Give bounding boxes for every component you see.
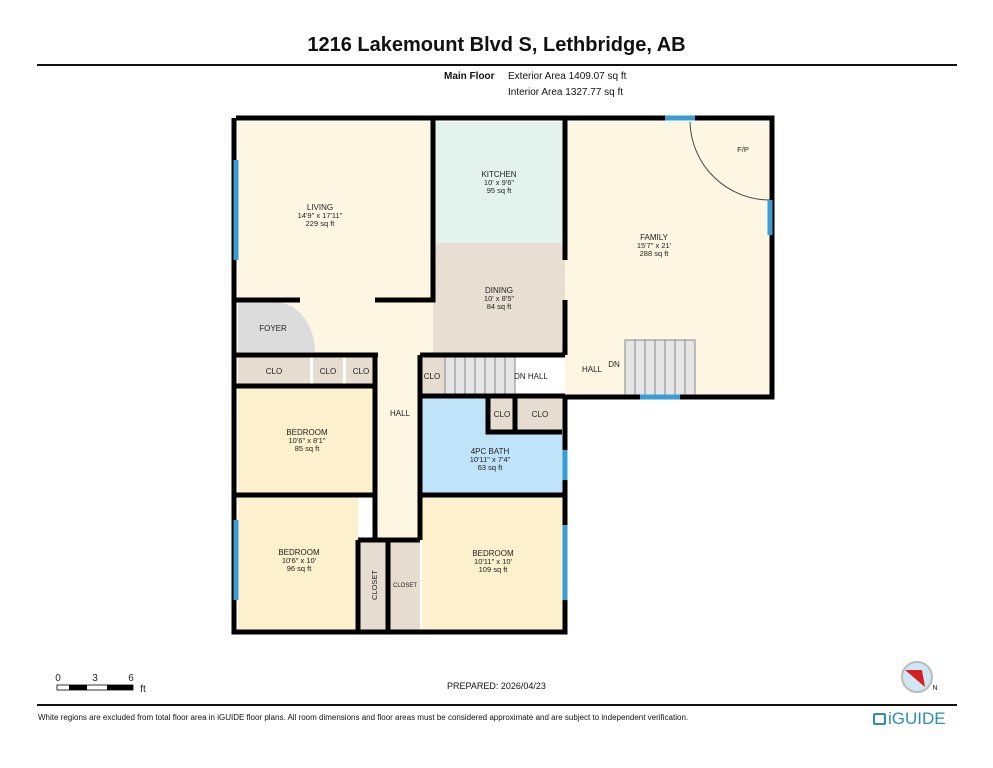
page-title: 1216 Lakemount Blvd S, Lethbridge, AB — [307, 34, 686, 56]
interior-area: Interior Area 1327.77 sq ft — [508, 87, 624, 98]
closet-label: CLO — [266, 367, 282, 376]
kitchen-area: 95 sq ft — [487, 186, 513, 195]
hall-label: HALL — [390, 409, 411, 418]
closet-label: CLO — [494, 410, 510, 419]
closet-label: CLOSET — [393, 583, 417, 589]
bedroom2-name: BEDROOM — [278, 548, 320, 557]
logo-icon — [873, 713, 886, 725]
living-dims: 14'9" x 17'11" — [298, 211, 343, 220]
prepared-date: PREPARED: 2026/04/23 — [447, 681, 546, 691]
bedroom1-dims: 10'6" x 8'1" — [289, 436, 326, 445]
kitchen — [433, 122, 565, 243]
closet — [390, 540, 420, 630]
fireplace-label: F/P — [737, 145, 749, 154]
floor-name: Main Floor — [444, 71, 495, 82]
bedroom3-area: 109 sq ft — [479, 565, 509, 574]
dining-name: DINING — [485, 286, 513, 295]
family-dims: 15'7" x 21' — [637, 241, 672, 250]
hall — [375, 355, 420, 540]
bedroom — [238, 497, 358, 630]
bath-name: 4PC BATH — [471, 447, 510, 456]
bedroom — [238, 388, 375, 493]
closet — [346, 357, 375, 385]
compass-north: N — [932, 685, 937, 692]
bedroom2-dims: 10'6" x 10' — [282, 556, 317, 565]
scale-tick: 6 — [128, 673, 134, 684]
foyer-label: FOYER — [259, 324, 287, 333]
closet — [518, 398, 562, 430]
bedroom1-name: BEDROOM — [286, 428, 328, 437]
iguide-logo: iGUIDE — [873, 709, 946, 729]
living-name: LIVING — [307, 203, 333, 212]
closet-label: CLO — [532, 410, 548, 419]
bedroom2-area: 96 sq ft — [287, 564, 313, 573]
bedroom3-dims: 10'11" x 10' — [474, 557, 512, 566]
closet — [488, 398, 515, 430]
family-area: 288 sq ft — [640, 249, 670, 258]
closet — [238, 357, 310, 385]
brand-name: iGUIDE — [888, 709, 946, 728]
walls — [231, 115, 775, 635]
closet-label: CLO — [320, 367, 336, 376]
bedroom1-area: 85 sq ft — [295, 444, 321, 453]
footer-divider — [37, 704, 957, 706]
header-divider — [37, 64, 957, 66]
kitchen-dims: 10' x 9'6" — [484, 178, 514, 187]
foyer — [238, 302, 315, 352]
scale-tick: 0 — [55, 673, 61, 684]
dining-room — [433, 243, 565, 355]
bath-dims: 10'11" x 7'4" — [470, 455, 511, 464]
disclaimer: White regions are excluded from total fl… — [38, 713, 689, 722]
bath-area: 63 sq ft — [478, 463, 504, 472]
closet-label: CLO — [353, 367, 369, 376]
down-label: DN — [608, 360, 620, 369]
family-name: FAMILY — [640, 233, 669, 242]
closet-label: CLOSET — [370, 570, 379, 600]
scale-tick: 3 — [92, 673, 98, 684]
dining-area: 84 sq ft — [487, 302, 513, 311]
room-labels: LIVING 14'9" x 17'11" 229 sq ft KITCHEN … — [259, 145, 749, 600]
scale-bar: 0 3 6 ft — [55, 673, 146, 695]
closet — [360, 540, 388, 630]
fireplace-arc — [689, 121, 771, 201]
scale-unit: ft — [140, 684, 146, 695]
exterior-area: Exterior Area 1409.07 sq ft — [508, 71, 627, 82]
kitchen-name: KITCHEN — [481, 170, 516, 179]
bedroom — [422, 497, 565, 630]
dining-dims: 10' x 8'5" — [484, 294, 514, 303]
dn-hall-label: DN HALL — [514, 372, 548, 381]
compass-icon: N — [901, 661, 938, 693]
living-area: 229 sq ft — [306, 219, 336, 228]
closet-label: CLO — [424, 372, 440, 381]
closet — [313, 357, 343, 385]
windows — [233, 115, 773, 600]
hall-label: HALL — [582, 365, 603, 374]
bedroom3-name: BEDROOM — [472, 549, 514, 558]
